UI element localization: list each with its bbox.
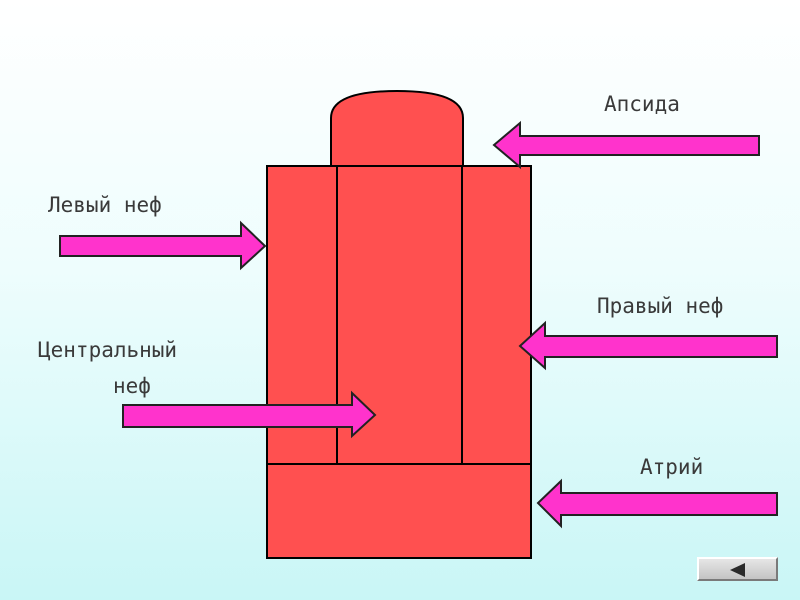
atrium-arrow (536, 478, 778, 529)
central-nave-label-line1: Центральный (38, 338, 177, 362)
central-nave-arrow (122, 390, 377, 439)
back-button[interactable] (697, 557, 778, 581)
triangle-left-icon (730, 563, 745, 577)
left-nave-arrow (59, 220, 267, 271)
atrium-label: Атрий (640, 455, 703, 479)
apse-shape (330, 89, 464, 167)
left-nave-label: Левый неф (48, 193, 162, 217)
apse-label: Апсида (604, 92, 680, 116)
right-nave-label: Правый неф (597, 294, 723, 318)
apse-arrow (492, 120, 760, 170)
central-nave-label-line2: неф (113, 374, 151, 398)
atrium-shape (266, 463, 532, 559)
right-nave-arrow (518, 320, 778, 371)
